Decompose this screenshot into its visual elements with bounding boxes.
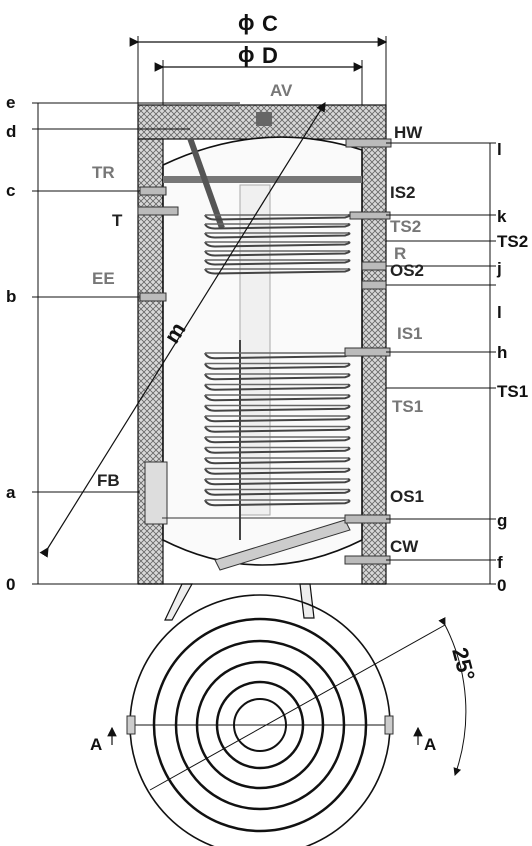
- label-is1: IS1: [397, 324, 423, 343]
- diameter-dimensions: ϕ C ϕ D: [129, 10, 388, 105]
- outer-diameter-symbol: ϕ: [238, 10, 255, 35]
- level-k: k: [497, 207, 507, 226]
- section-label-left: A: [90, 735, 102, 754]
- label-ee: EE: [92, 269, 115, 288]
- left-level-labels: e d c b a 0: [6, 93, 16, 594]
- level-a: a: [6, 483, 16, 502]
- inner-diameter-symbol: ϕ: [238, 42, 255, 67]
- level-ts1: TS1: [497, 382, 528, 401]
- level-e: e: [6, 93, 15, 112]
- level-0-left: 0: [6, 575, 15, 594]
- label-is2: IS2: [390, 183, 416, 202]
- label-av: AV: [270, 81, 293, 100]
- level-d: d: [6, 122, 16, 141]
- level-j: j: [496, 259, 502, 278]
- right-dimension-lines: [386, 142, 496, 585]
- label-tr: TR: [92, 163, 115, 182]
- left-dimension-lines: [32, 102, 240, 585]
- level-l-mid: l: [497, 303, 502, 322]
- label-cw: CW: [390, 537, 419, 556]
- label-t: T: [112, 211, 123, 230]
- level-0-right: 0: [497, 576, 506, 595]
- level-h: h: [497, 343, 507, 362]
- label-fb: FB: [97, 471, 120, 490]
- label-r: R: [394, 244, 406, 263]
- level-ts2: TS2: [497, 232, 528, 251]
- label-hw: HW: [394, 123, 423, 142]
- angle-label: 25°: [447, 645, 480, 684]
- plan-view: A A 25°: [90, 594, 480, 846]
- inner-diameter-label: D: [262, 43, 278, 68]
- connection-labels: AV HW TR T IS2 TS2 R OS2 EE IS1 TS1 FB O…: [92, 81, 424, 556]
- label-ts2: TS2: [390, 217, 421, 236]
- level-f: f: [497, 553, 503, 572]
- label-os1: OS1: [390, 487, 424, 506]
- section-label-right: A: [424, 735, 436, 754]
- outer-diameter-label: C: [262, 11, 278, 36]
- right-level-labels: l k TS2 j l h TS1 g f 0: [496, 140, 528, 595]
- label-ts1: TS1: [392, 397, 423, 416]
- level-g: g: [497, 511, 507, 530]
- level-c: c: [6, 181, 15, 200]
- label-os2: OS2: [390, 261, 424, 280]
- level-l-top: l: [497, 140, 502, 159]
- level-b: b: [6, 287, 16, 306]
